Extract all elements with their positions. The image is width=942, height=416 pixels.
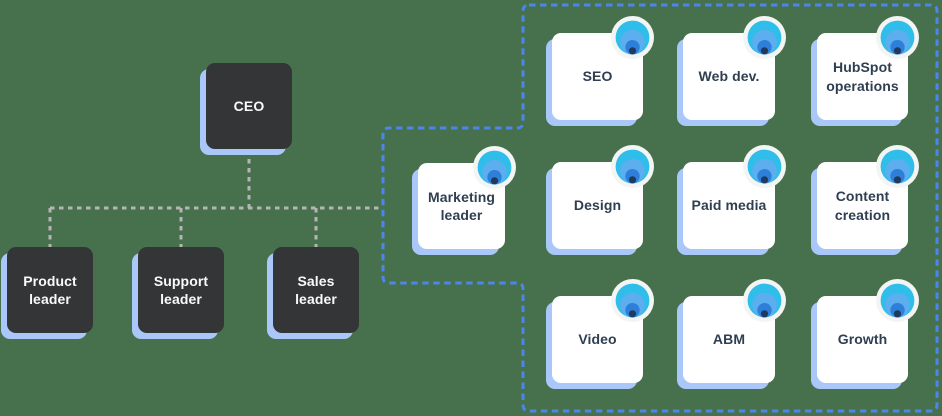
org-box-label: CEO (233, 97, 265, 114)
gray-dashed-connectors (48, 150, 383, 247)
concentric-target-icon (743, 279, 786, 322)
org-box-label: Web dev. (698, 68, 760, 85)
org-box-ceo[interactable]: CEO (206, 63, 292, 149)
concentric-target-icon (611, 16, 654, 59)
org-box-label: Growth (837, 331, 888, 348)
org-box-design[interactable]: Design (552, 162, 643, 249)
org-box-support-leader[interactable]: Support leader (138, 247, 224, 333)
org-box-label: SEO (582, 68, 613, 85)
org-box-label: Support leader (153, 272, 209, 307)
concentric-target-icon (743, 145, 786, 188)
org-box-marketing-leader[interactable]: Marketing leader (418, 163, 505, 249)
org-box-label: Paid media (691, 197, 767, 214)
concentric-target-icon (611, 279, 654, 322)
org-box-abm[interactable]: ABM (683, 296, 775, 383)
concentric-target-icon (611, 145, 654, 188)
org-box-seo[interactable]: SEO (552, 33, 643, 120)
org-box-paid-media[interactable]: Paid media (683, 162, 775, 249)
org-box-video[interactable]: Video (552, 296, 643, 383)
concentric-target-icon (876, 279, 919, 322)
org-box-label: ABM (712, 331, 746, 348)
org-box-label: Design (573, 197, 622, 214)
concentric-target-icon (876, 16, 919, 59)
org-box-content-creation[interactable]: Content creation (817, 162, 908, 249)
org-box-product-leader[interactable]: Product leader (7, 247, 93, 333)
concentric-target-icon (876, 145, 919, 188)
org-box-growth[interactable]: Growth (817, 296, 908, 383)
org-box-sales-leader[interactable]: Sales leader (273, 247, 359, 333)
org-box-hubspot-operations[interactable]: HubSpot operations (817, 33, 908, 120)
concentric-target-icon (743, 16, 786, 59)
org-box-label: Sales leader (295, 272, 337, 307)
org-box-label: HubSpot operations (826, 59, 899, 94)
org-box-web-dev[interactable]: Web dev. (683, 33, 775, 120)
org-box-label: Content creation (834, 188, 891, 223)
org-box-label: Video (578, 331, 617, 348)
concentric-target-icon (473, 146, 516, 189)
org-box-label: Marketing leader (427, 188, 496, 223)
org-box-label: Product leader (23, 272, 77, 307)
